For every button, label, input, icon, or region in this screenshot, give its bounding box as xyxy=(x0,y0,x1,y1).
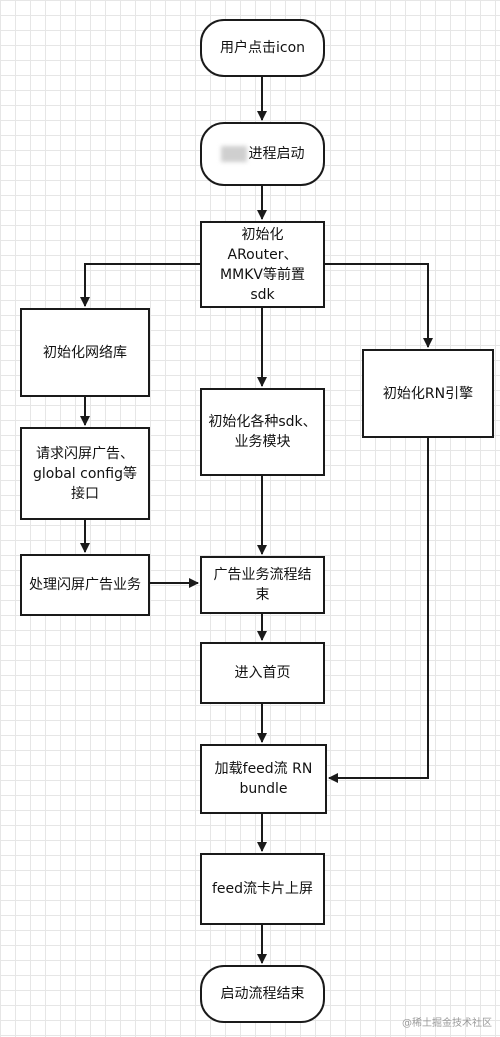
node-init-network: 初始化网络库 xyxy=(20,308,150,397)
node-load-feed-bundle: 加载feed流 RN bundle xyxy=(200,744,327,814)
node-process-start: 进程启动 xyxy=(200,122,325,186)
edge-rn-engine-to-load-feed xyxy=(328,438,429,783)
blurred-app-name xyxy=(220,146,247,162)
node-startup-end-label: 启动流程结束 xyxy=(220,986,305,1002)
node-user-click-icon-label: 用户点击icon xyxy=(219,40,306,56)
node-handle-splash-ads-label: 处理闪屏广告业务 xyxy=(29,577,141,593)
node-feed-card-display: feed流卡片上屏 xyxy=(200,853,325,925)
node-init-arouter-mmkv: 初始化ARouter、MMKV等前置sdk xyxy=(200,221,325,308)
node-startup-end: 启动流程结束 xyxy=(200,965,325,1023)
node-init-sdk-modules-label: 初始化各种sdk、业务模块 xyxy=(208,414,317,450)
node-ad-flow-end: 广告业务流程结束 xyxy=(200,556,325,614)
node-request-ads-label: 请求闪屏广告、global config等接口 xyxy=(33,445,137,502)
node-load-feed-bundle-label: 加载feed流 RN bundle xyxy=(214,761,313,797)
node-user-click-icon: 用户点击icon xyxy=(200,19,325,77)
node-ad-flow-end-label: 广告业务流程结束 xyxy=(213,567,312,603)
edge-init-arouter-to-rn-engine xyxy=(325,263,433,348)
edge-init-arouter-to-network xyxy=(80,263,200,307)
node-handle-splash-ads: 处理闪屏广告业务 xyxy=(20,554,150,616)
node-init-rn-engine: 初始化RN引擎 xyxy=(362,349,494,438)
node-feed-card-display-label: feed流卡片上屏 xyxy=(211,881,314,897)
node-init-network-label: 初始化网络库 xyxy=(43,344,127,361)
node-request-ads: 请求闪屏广告、global config等接口 xyxy=(20,427,150,520)
node-process-start-label: 进程启动 xyxy=(248,146,305,162)
watermark-text: @稀土掘金技术社区 xyxy=(402,1018,492,1029)
node-enter-home: 进入首页 xyxy=(200,642,325,704)
node-init-sdk-modules: 初始化各种sdk、业务模块 xyxy=(200,388,325,476)
node-init-arouter-mmkv-label: 初始化ARouter、MMKV等前置sdk xyxy=(220,226,305,303)
node-init-rn-engine-label: 初始化RN引擎 xyxy=(382,385,474,402)
node-enter-home-label: 进入首页 xyxy=(234,665,291,681)
